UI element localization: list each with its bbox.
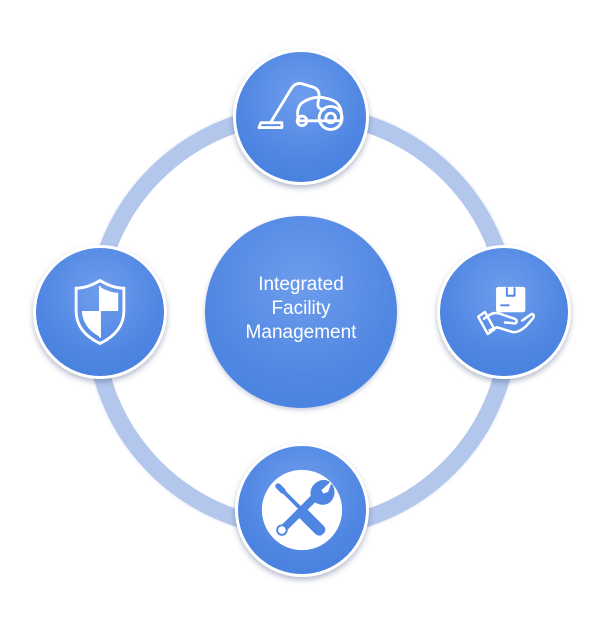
- security-shield-icon: [74, 279, 126, 345]
- maintenance-node: [235, 443, 369, 577]
- center-title-line-3: Management: [245, 322, 357, 343]
- tools-wrench-screwdriver-icon: [261, 469, 343, 551]
- security-node: [33, 245, 167, 379]
- package-delivery-hand-icon: [476, 286, 536, 336]
- vacuum-cleaner-icon: [257, 81, 344, 131]
- center-title-line-1: Integrated: [258, 274, 344, 295]
- center-title: Integrated Facility Management: [226, 273, 376, 345]
- cleaning-node: [233, 49, 369, 185]
- center-title-line-2: Facility: [271, 298, 331, 319]
- logistics-node: [437, 245, 571, 379]
- center-hub: Integrated Facility Management: [205, 216, 397, 408]
